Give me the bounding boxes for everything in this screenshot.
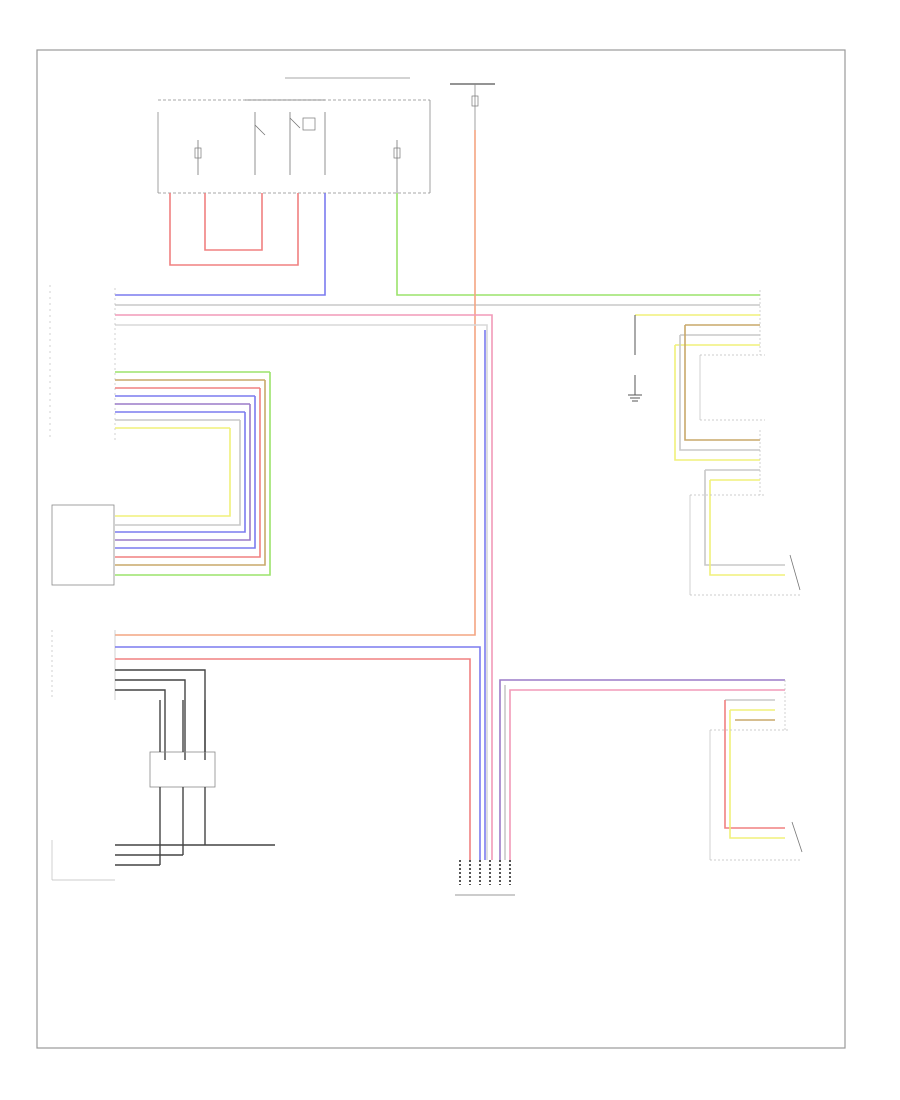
cruise-switch-box <box>51 700 275 881</box>
page-frame <box>36 49 846 1049</box>
engine-control-module <box>49 285 271 576</box>
ground-symbol <box>628 375 642 402</box>
brake-switch-upper <box>634 290 765 461</box>
fuse-relay-box <box>157 77 431 194</box>
steering-wheel-module <box>51 630 481 860</box>
brake-switch-middle <box>689 430 801 596</box>
brake-switch-lower <box>709 680 803 861</box>
fuel-pedal-sensor-box <box>51 504 115 586</box>
data-link-connector <box>455 679 785 896</box>
hot-fuse-block <box>450 83 495 130</box>
top-wires <box>115 130 760 860</box>
